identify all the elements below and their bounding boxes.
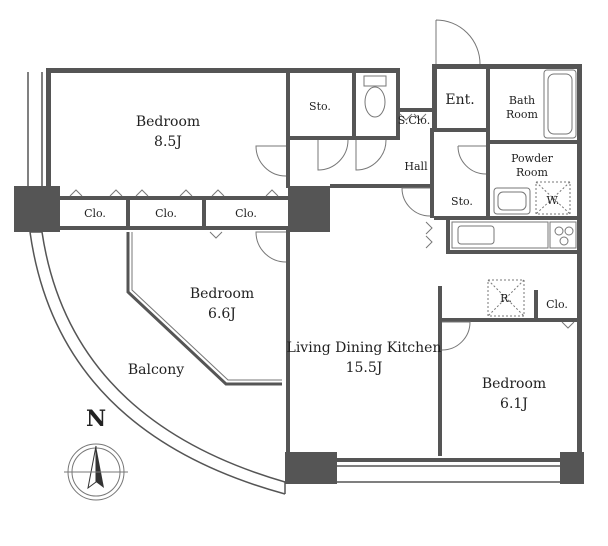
interior-walls — [60, 64, 578, 456]
pillar — [560, 452, 584, 484]
doors — [69, 19, 575, 351]
powder-label-2: Room — [516, 166, 549, 179]
bath-label-2: Room — [506, 108, 539, 121]
entrance-label: Ent. — [445, 92, 474, 108]
ldk-name: Living Dining Kitchen — [287, 340, 442, 356]
storage-top-label: Sto. — [309, 100, 331, 113]
closet-label-4: Clo. — [546, 298, 568, 311]
toilet-icon — [363, 75, 387, 118]
closet-label-3: Clo. — [235, 207, 257, 220]
shoe-closet-label: S.Clo. — [398, 114, 431, 127]
bedroom-b-size: 6.6J — [208, 306, 236, 322]
bedroom-a-size: 8.5J — [154, 134, 182, 150]
closet-label-2: Clo. — [155, 207, 177, 220]
sink-icon — [451, 221, 549, 249]
basin-icon — [493, 187, 531, 215]
exterior-walls — [46, 64, 582, 484]
compass-north-label: N — [86, 406, 106, 432]
bathtub-icon — [543, 69, 577, 139]
pillar — [288, 186, 330, 232]
fridge-label: R. — [500, 292, 512, 305]
bath-label-1: Bath — [509, 94, 535, 107]
fridge-icon — [487, 279, 525, 317]
left-window — [27, 72, 43, 188]
bedroom-a-name: Bedroom — [136, 114, 200, 130]
balcony-label: Balcony — [128, 362, 184, 378]
ldk-size: 15.5J — [346, 360, 383, 376]
bedroom-slanted-wall — [126, 232, 282, 386]
storage-hall-label: Sto. — [451, 195, 473, 208]
bedroom-b-name: Bedroom — [190, 286, 254, 302]
stove-icon — [549, 221, 577, 249]
washer-label: W. — [547, 194, 560, 207]
closet-label-1: Clo. — [84, 207, 106, 220]
washer-icon — [535, 181, 571, 215]
hall-label: Hall — [404, 160, 428, 173]
pillar — [285, 452, 337, 484]
bedroom-c-size: 6.1J — [500, 396, 528, 412]
pillar — [14, 186, 60, 232]
powder-label-1: Powder — [511, 152, 554, 165]
bedroom-c-name: Bedroom — [482, 376, 546, 392]
compass-icon: N — [64, 406, 128, 501]
